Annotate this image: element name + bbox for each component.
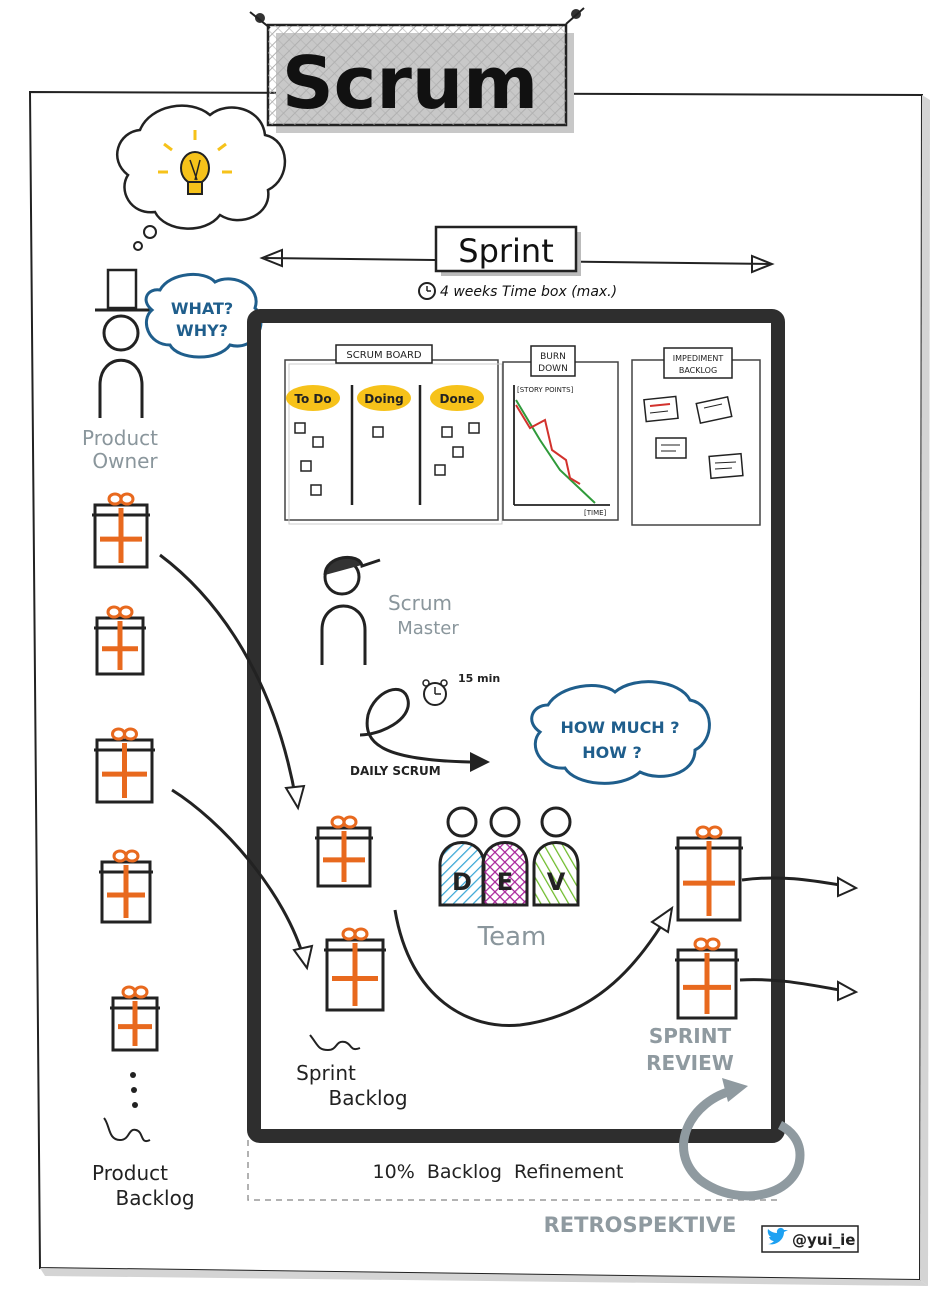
impediment-note xyxy=(709,454,743,479)
product-owner-label-2: Owner xyxy=(92,449,158,473)
team-member-letter: D xyxy=(452,868,472,896)
scrum-master-label-2: Master xyxy=(397,618,459,639)
sprint-timebox: 4 weeks Time box (max.) xyxy=(440,284,617,300)
sprint-label: Sprint xyxy=(458,232,554,270)
daily-scrum-timer: 15 min xyxy=(458,672,500,685)
team-member-letter: V xyxy=(547,868,566,896)
scrum-column-label: Doing xyxy=(364,392,403,406)
gift-box-icon xyxy=(94,607,146,674)
team-member-head xyxy=(542,808,570,836)
retrospective-label: RETROSPEKTIVE xyxy=(544,1213,737,1237)
what-why-text-1: WHAT? xyxy=(171,299,233,318)
sticky-note xyxy=(469,423,479,433)
impediment-note xyxy=(644,396,678,421)
twitter-handle: @yui_ie xyxy=(762,1226,858,1252)
sticky-note xyxy=(442,427,452,437)
sprint-backlog-label-1: Sprint xyxy=(296,1061,356,1085)
what-why-bubble: WHAT? WHY? xyxy=(146,274,261,357)
scrum-master-label-1: Scrum xyxy=(388,591,452,615)
sticky-note xyxy=(313,437,323,447)
gift-box-icon xyxy=(675,939,739,1018)
sticky-note xyxy=(295,423,305,433)
backlog-refinement-label: 10% Backlog Refinement xyxy=(373,1161,624,1183)
sticky-note xyxy=(311,485,321,495)
team-member: V xyxy=(534,808,578,905)
sticky-note xyxy=(453,447,463,457)
impediment-backlog: IMPEDIMENT BACKLOG xyxy=(632,348,760,525)
product-backlog-label-1: Product xyxy=(92,1161,168,1185)
sprint-review-label-2: REVIEW xyxy=(646,1051,734,1075)
sticky-note xyxy=(301,461,311,471)
team-member-head xyxy=(491,808,519,836)
impediment-title-1: IMPEDIMENT xyxy=(673,354,724,363)
burndown-chart: BURN DOWN [STORY POINTS] [TIME] xyxy=(503,346,618,520)
how-much-bubble: HOW MUCH ? HOW ? xyxy=(532,682,710,784)
scrum-column-label: To Do xyxy=(294,392,331,406)
gift-box-icon xyxy=(315,817,373,886)
title-plate: Scrum xyxy=(250,8,584,133)
what-why-text-2: WHY? xyxy=(176,321,228,340)
page-title: Scrum xyxy=(282,41,538,125)
burndown-title-2: DOWN xyxy=(538,364,568,374)
alarm-clock-icon xyxy=(419,283,435,299)
burndown-y-label: [STORY POINTS] xyxy=(517,386,574,394)
scrum-column-label: Done xyxy=(440,392,475,406)
product-owner-label-1: Product xyxy=(82,426,158,450)
team-member-letter: E xyxy=(497,868,513,896)
sprint-review-label-1: SPRINT xyxy=(649,1024,732,1048)
sprint-backlog-label-2: Backlog xyxy=(328,1086,407,1110)
gift-box-icon xyxy=(99,851,153,922)
team-member: E xyxy=(483,808,527,905)
twitter-handle-text: @yui_ie xyxy=(792,1231,855,1249)
gift-box-icon xyxy=(675,827,743,920)
gift-box-icon xyxy=(324,929,386,1010)
team-member-head xyxy=(448,808,476,836)
sticky-note xyxy=(435,465,445,475)
impediment-note xyxy=(656,438,686,458)
how-much-text-2: HOW ? xyxy=(582,743,642,762)
daily-scrum-label: DAILY SCRUM xyxy=(350,764,441,778)
team-member: D xyxy=(440,808,484,905)
burndown-title-1: BURN xyxy=(540,352,566,362)
scrum-board: SCRUM BOARD To Do Doing Done xyxy=(285,345,502,524)
sticky-note xyxy=(373,427,383,437)
product-backlog-label-2: Backlog xyxy=(115,1186,194,1210)
scrum-board-title: SCRUM BOARD xyxy=(346,350,422,361)
burndown-x-label: [TIME] xyxy=(584,509,607,517)
team-label: Team xyxy=(477,922,547,952)
gift-box-icon xyxy=(94,729,155,802)
gift-box-icon xyxy=(92,494,150,567)
impediment-title-2: BACKLOG xyxy=(679,366,717,375)
how-much-text-1: HOW MUCH ? xyxy=(560,718,679,737)
alarm-clock-icon xyxy=(423,680,447,705)
